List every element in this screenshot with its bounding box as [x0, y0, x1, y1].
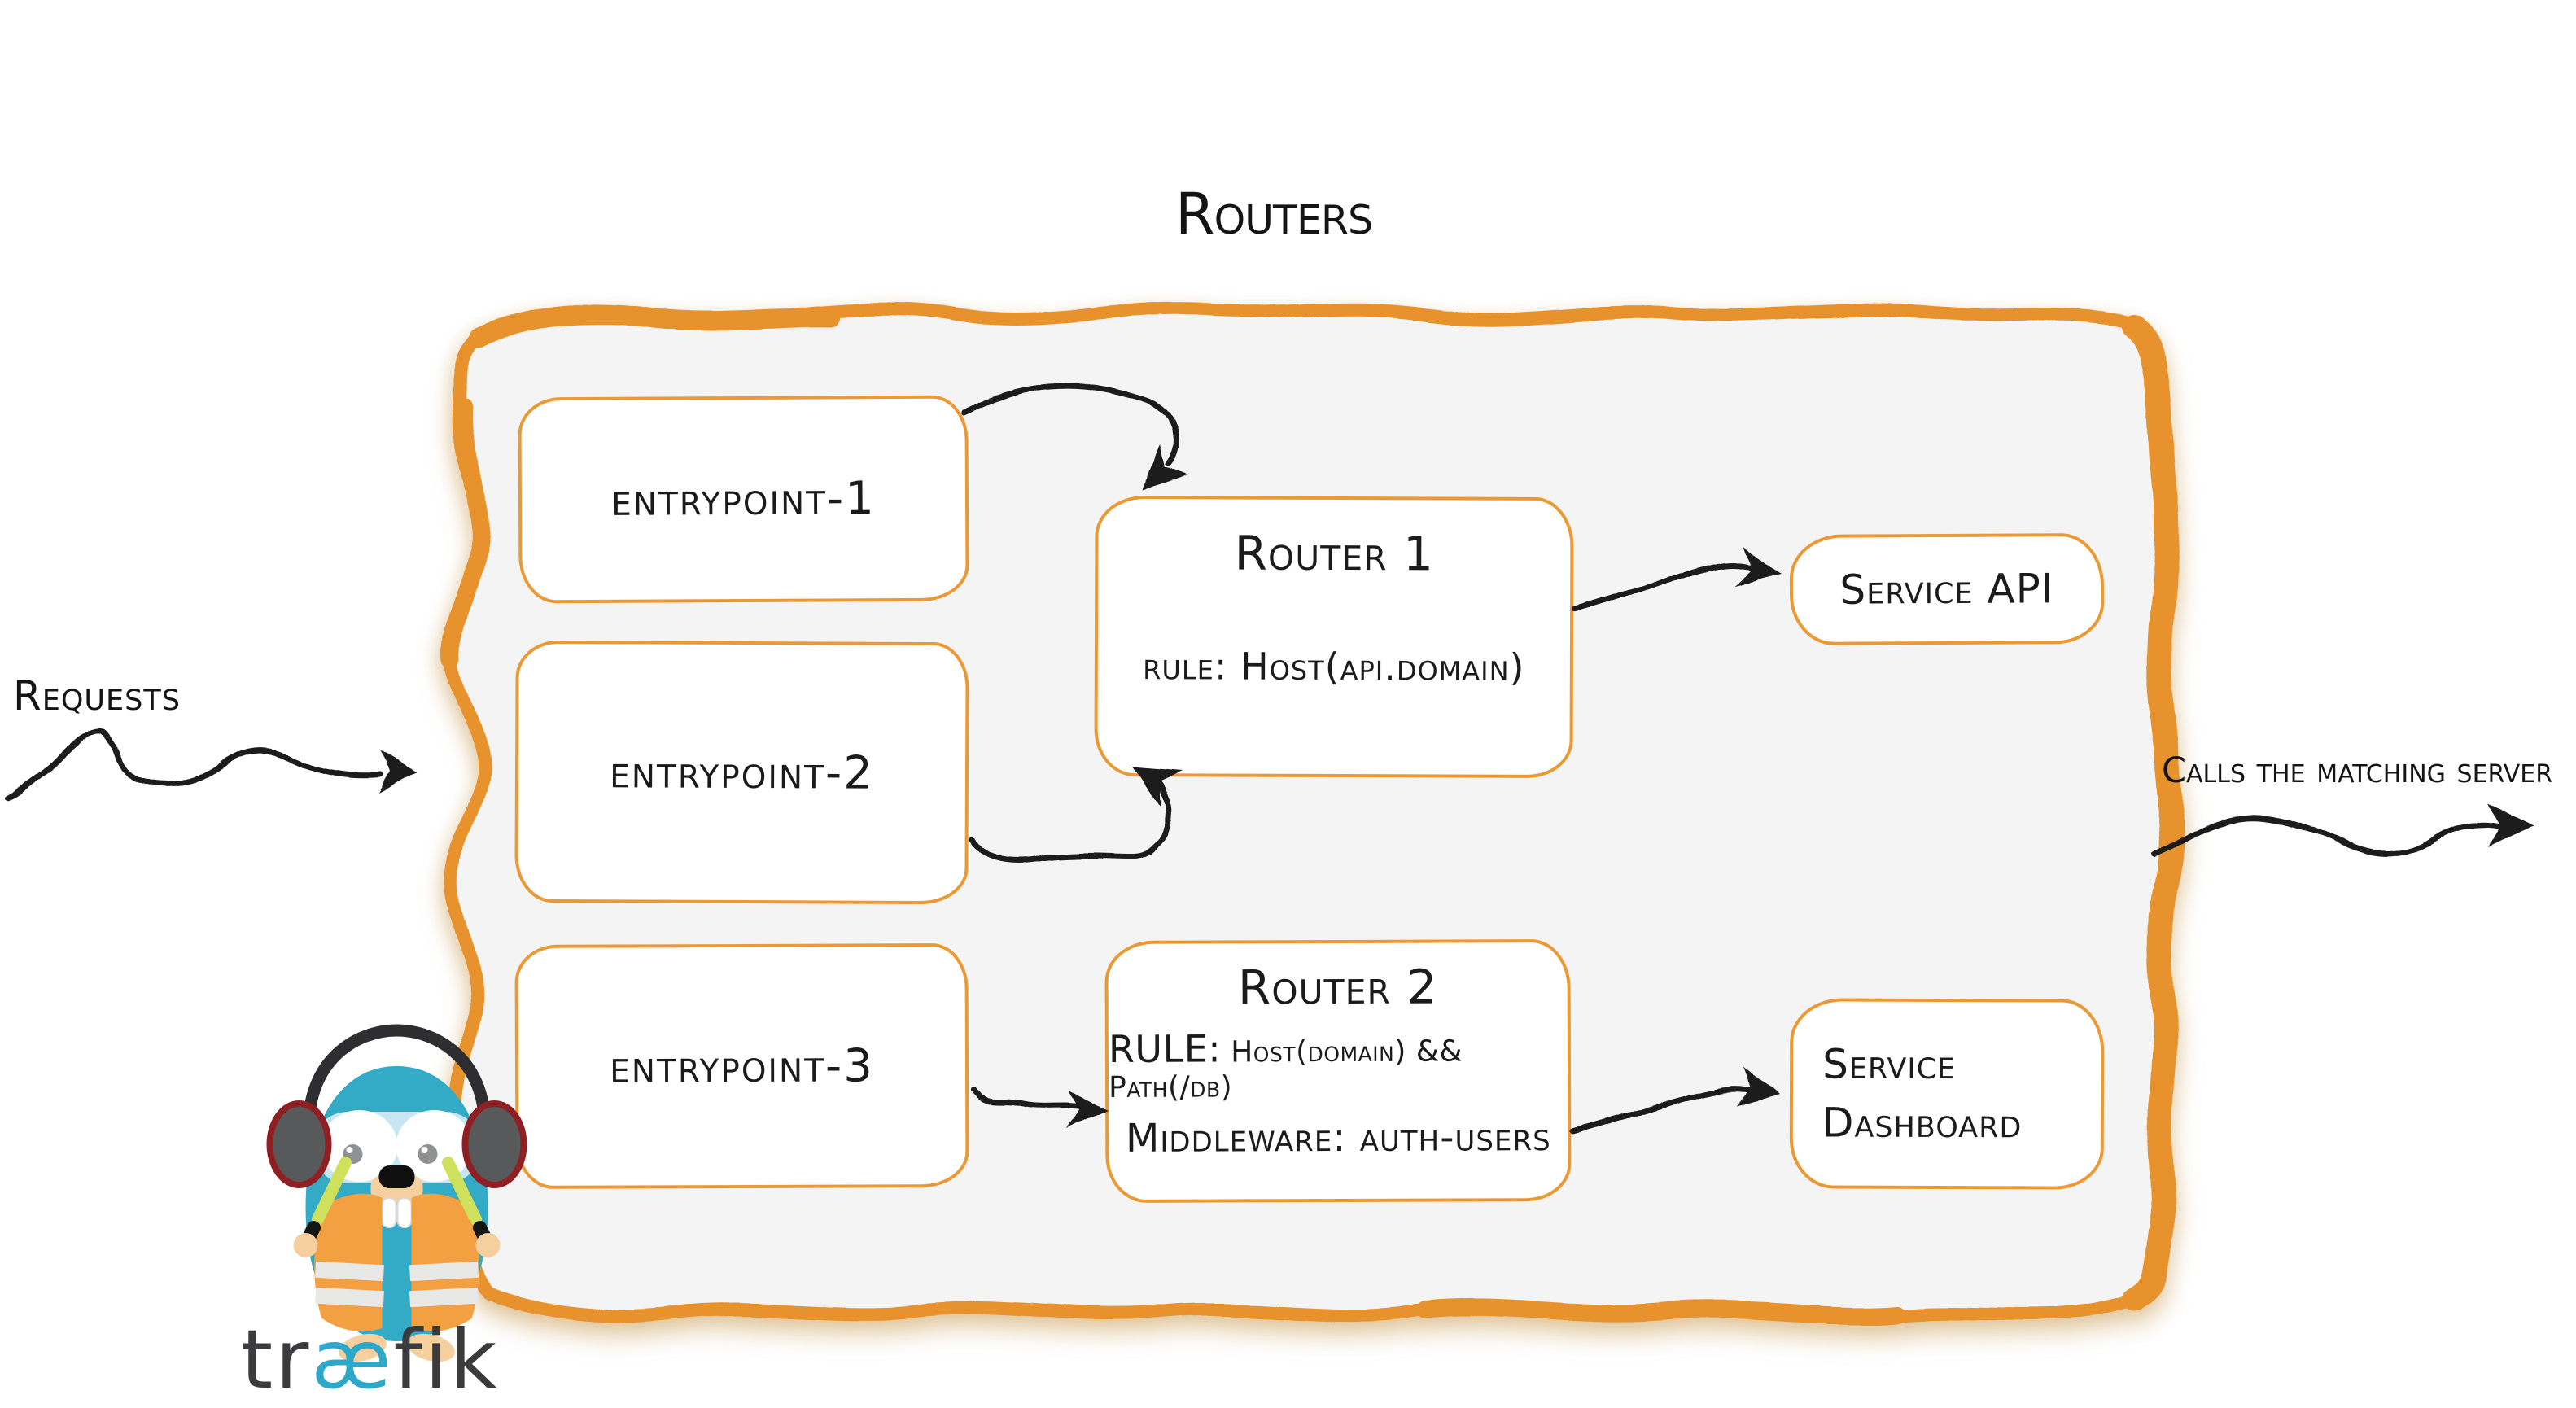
page-title: Routers [1174, 181, 1373, 247]
ep3-arrowhead [1068, 1091, 1109, 1128]
traefik-gopher-logo [256, 1016, 537, 1374]
vest-stripe-left-2 [315, 1287, 384, 1308]
requests-label: Requests [13, 672, 181, 719]
headphone-band-sheen [317, 1039, 394, 1113]
ep2-arrowhead [1133, 767, 1183, 808]
vest-stripe-left-1 [315, 1261, 384, 1282]
router2-to-service-dashboard-arrow [1571, 1086, 1760, 1135]
headphone-band [302, 1024, 492, 1130]
service-dashboard-arrowhead [1735, 1066, 1781, 1106]
calls-matching-server-label: Calls the matching server [2162, 750, 2553, 791]
vest-stripe-right-2 [409, 1287, 479, 1308]
wordmark-fik: fik [393, 1312, 500, 1407]
vest-stripe-right-1 [409, 1261, 479, 1282]
outgoing-arrow [2152, 814, 2506, 859]
gopher-hand-right [475, 1233, 501, 1257]
gopher-tooth-right [396, 1197, 413, 1228]
ep1-to-router1-arrow [961, 383, 1181, 469]
outgoing-arrowhead [2489, 804, 2533, 846]
container-border-left-accent [440, 398, 490, 668]
requests-arrow [3, 728, 384, 801]
baton-left [311, 1156, 352, 1226]
container-border-top-accent [469, 303, 840, 347]
traefik-wordmark: træfik [241, 1312, 499, 1407]
wordmark-tr: tr [241, 1312, 312, 1407]
gopher-foot-right [407, 1333, 455, 1362]
ear-cup-right [461, 1100, 527, 1188]
ear-cup-left [266, 1100, 332, 1188]
container-border-bottom-accent [1415, 1299, 1905, 1324]
router1-to-service-api-arrow [1571, 562, 1760, 612]
service-api-arrowhead [1735, 546, 1781, 586]
wordmark-ae: æ [311, 1312, 394, 1407]
gopher-pupil-right [418, 1144, 438, 1164]
gopher-tooth-left [381, 1197, 397, 1228]
gopher-nose [378, 1165, 415, 1188]
gopher-foot-left [339, 1333, 387, 1362]
gopher-hand-left [293, 1233, 318, 1257]
ep3-to-router2-arrow [970, 1087, 1084, 1110]
container-border-right-accent [2120, 315, 2185, 1312]
ep2-to-router1-arrow [967, 776, 1172, 863]
ep1-arrowhead [1143, 444, 1190, 490]
baton-right [441, 1156, 483, 1226]
requests-arrowhead [379, 750, 419, 793]
